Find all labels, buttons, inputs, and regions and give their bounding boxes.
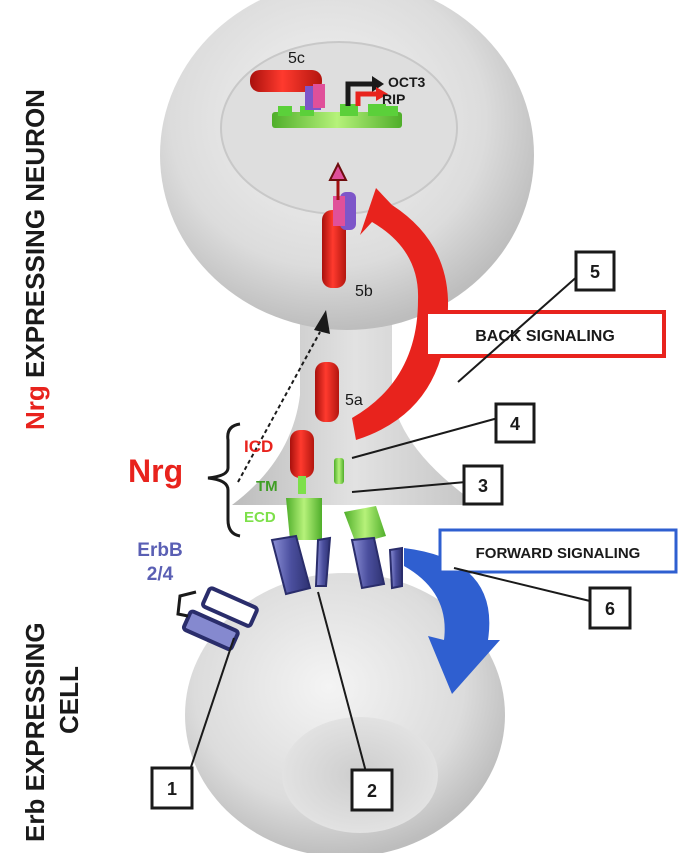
leader-4 <box>351 417 499 459</box>
callout-6: 6 <box>588 586 632 630</box>
leader-2 <box>317 591 367 773</box>
callout-1: 1 <box>150 766 194 810</box>
callout-2-box <box>350 768 394 812</box>
icd-5b: 5b <box>322 161 373 300</box>
forward-signaling-box: FORWARD SIGNALING <box>438 528 678 574</box>
transcription-arrow-rip <box>355 91 378 106</box>
tm-label: TM <box>256 478 278 495</box>
erbb-label-line2: 2/4 <box>147 564 174 585</box>
callout-6-number: 6 <box>605 599 615 619</box>
callout-2-number: 2 <box>367 781 377 801</box>
dna-block <box>340 104 358 116</box>
forward-signaling-label: FORWARD SIGNALING <box>476 545 641 562</box>
erb-cell-side-label-line1: Erb EXPRESSING <box>20 622 50 842</box>
cofactor-pink <box>313 84 325 108</box>
dna-block <box>386 106 398 116</box>
erbb-receptor <box>350 536 386 590</box>
translocation-arrowhead <box>314 310 330 334</box>
translocation-dashed-arrow <box>237 331 321 483</box>
transcription-arrow-oct3 <box>345 81 374 106</box>
neuron-side-label: Nrg EXPRESSING NEURON <box>20 89 50 430</box>
erbb-pair-bracket <box>176 590 197 618</box>
dna-block <box>278 106 292 116</box>
leader-3 <box>351 481 467 493</box>
erbb-receptor <box>314 536 332 587</box>
neuron-side-label-rest: EXPRESSING NEURON <box>20 89 50 385</box>
stage-5a-label: 5a <box>345 392 363 409</box>
callout-5-number: 5 <box>590 262 600 282</box>
back-signaling-box: BACK SIGNALING <box>424 310 666 358</box>
neuron-side-label-nrg: Nrg <box>20 385 50 430</box>
nrg-tm-segment <box>298 476 306 494</box>
erb-cell-side-label-line2: CELL <box>54 666 84 734</box>
callout-4: 4 <box>494 402 536 444</box>
back-signaling-frame <box>424 310 666 358</box>
stage-5c-label: 5c <box>288 50 305 67</box>
leader-1 <box>189 637 235 771</box>
icd-5a-rod <box>315 362 339 422</box>
callout-3-number: 3 <box>478 476 488 496</box>
nrg-membrane <box>286 430 386 544</box>
callout-5: 5 <box>574 250 616 292</box>
callout-3: 3 <box>462 464 504 506</box>
nrg-ecd-shed <box>344 506 386 544</box>
icd-label: ICD <box>244 437 273 456</box>
erbb-receptor <box>270 534 312 596</box>
forward-signaling-frame <box>438 528 678 574</box>
callout-4-number: 4 <box>510 414 520 434</box>
icd-nuclear <box>250 70 322 92</box>
icd-5b-partner-pink <box>333 196 345 226</box>
nrg-label: Nrg <box>128 453 183 489</box>
back-signaling-label: BACK SIGNALING <box>475 328 615 345</box>
dna-block <box>368 104 386 116</box>
gene-rip-label: RIP <box>382 91 405 107</box>
ecd-label: ECD <box>244 509 276 526</box>
dna-block <box>300 106 314 116</box>
callout-6-box <box>588 586 632 630</box>
leader-5 <box>457 273 581 383</box>
back-signaling-arrow <box>352 188 449 440</box>
callout-2: 2 <box>350 768 394 812</box>
leader-6 <box>453 567 595 603</box>
callout-3-box <box>462 464 504 506</box>
nuclear-import-arrowhead <box>328 161 348 181</box>
forward-signaling-arrow <box>404 548 500 694</box>
callout-1-box <box>150 766 194 810</box>
nuclear-complex: OCT3 RIP 5c <box>250 50 426 128</box>
stage-5b-label: 5b <box>355 283 373 300</box>
gene-oct3-label: OCT3 <box>388 74 426 90</box>
nrg-tm-cleaved <box>334 458 344 484</box>
nrg-ecd-block <box>286 498 322 540</box>
nrg-icd-rod <box>290 430 314 478</box>
erbb-receptor <box>388 546 403 590</box>
callout-4-box <box>494 402 536 444</box>
icd-5a: 5a <box>315 362 363 422</box>
nrg-expressing-neuron <box>160 0 534 505</box>
erbb-monomer-upper <box>201 586 259 628</box>
icd-5b-rod <box>322 210 346 288</box>
nrg-bracket <box>207 422 241 538</box>
callout-5-box <box>574 250 616 292</box>
erbb-label-line1: ErbB <box>137 540 182 561</box>
arrow-head <box>372 76 384 92</box>
erbb-receptors <box>176 534 403 652</box>
erbb-monomer-lower <box>181 609 240 652</box>
callout-1-number: 1 <box>167 779 177 799</box>
arrow-head <box>376 87 388 101</box>
